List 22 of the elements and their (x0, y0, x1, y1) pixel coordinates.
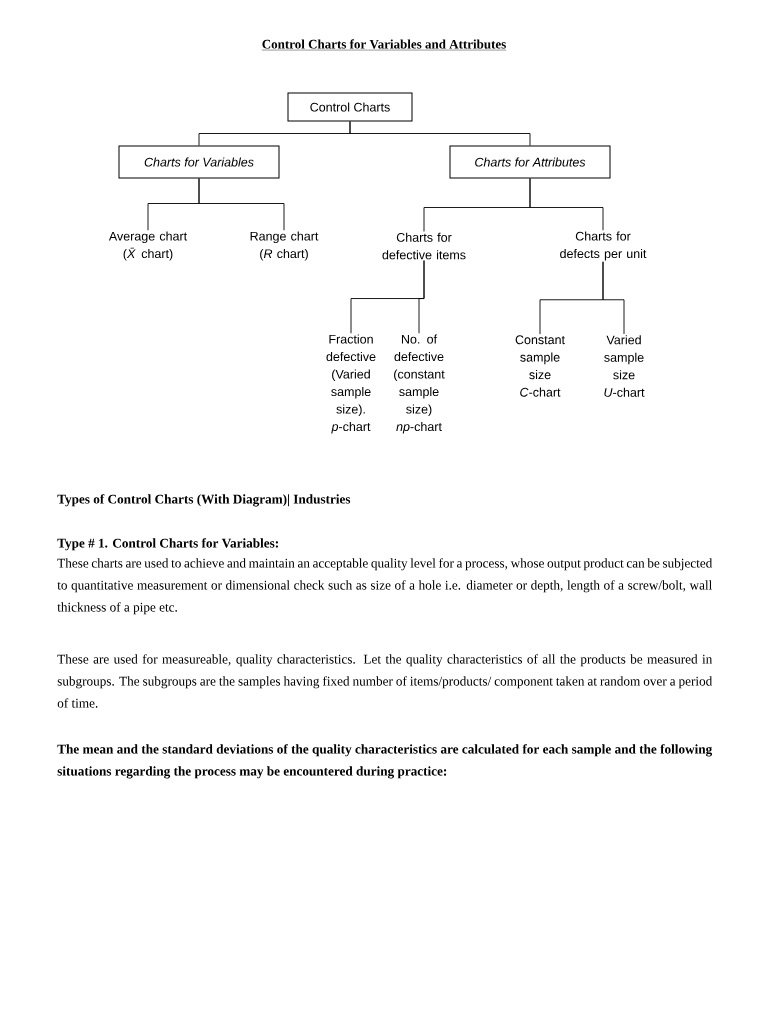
paragraph: These charts are used to achieve and maintain an acceptable quality level for a process, whose output product can be subjected to quantitative measurement or dimensional check such as size of a hole i.e. diameter or depth, length of a screw/bolt, wall thickness of a pipe etc. (57, 558, 713, 615)
chart-type-label: Constant sample size C-chart (515, 335, 565, 397)
connector-line (529, 178, 604, 231)
category-box: Charts for Attributes (449, 145, 611, 179)
connector-line (418, 260, 425, 334)
paragraph: The mean and the standard deviations of the quality characteristics are calculated for each sample and the following situations regarding the process may be encountered during practice: (57, 744, 713, 779)
connector-line (602, 261, 625, 335)
chart-type-label: Range chart (R chart) (250, 231, 319, 261)
connector-line (349, 121, 531, 146)
root-box: Control Charts (287, 92, 413, 122)
chart-type-label: Fraction defective (Varied sample size). p-chart (326, 334, 376, 434)
chart-type-label: Charts for defective items (382, 232, 466, 260)
category-box: Charts for Variables (118, 145, 280, 179)
document-title: Control Charts for Variables and Attributes (261, 39, 507, 51)
chart-type-label: Average chart (X̄ chart) (108, 231, 188, 261)
paragraph: These are used for measureable, quality characteristics. Let the quality characteristics of all the products be measured in subgroups. The subgroups are the samples having fixed number of items/products/ component taken at random over a period of time. (57, 654, 713, 708)
connector-line (198, 178, 285, 231)
section-heading: Types of Control Charts (With Diagram)| Industries (57, 494, 351, 507)
chart-type-label: Varied sample size U-chart (604, 335, 645, 397)
chart-type-label: Charts for defects per unit (560, 231, 647, 261)
section-heading: Type # 1. Control Charts for Variables: (57, 538, 278, 551)
chart-type-label: No. of defective (constant sample size) np-chart (394, 334, 445, 434)
